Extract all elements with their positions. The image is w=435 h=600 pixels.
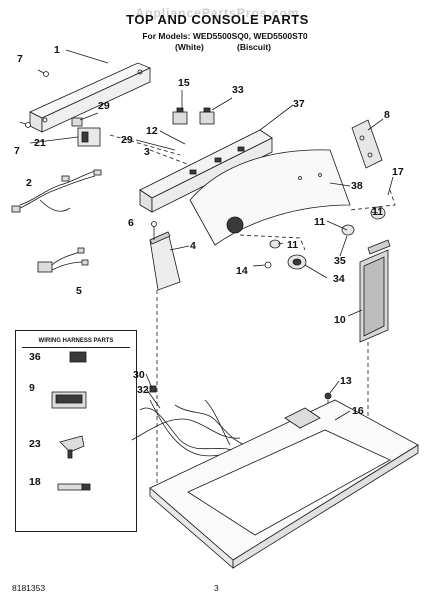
mounting-bracket [71,117,101,147]
screw-icon [19,69,49,128]
part-label-3: 3 [144,146,150,158]
part-label-33: 33 [232,84,244,96]
part-label-18: 18 [29,476,41,488]
part-label-16: 16 [352,405,364,417]
part-label-14: 14 [236,265,248,277]
page-title: TOP AND CONSOLE PARTS [126,12,309,27]
end-cap-bracket [351,119,383,169]
document-number: 8181353 [12,583,46,593]
part-label-36: 36 [29,351,41,363]
leader-lines [29,49,394,421]
part-label-10: 10 [334,314,346,326]
part-label-29-upper: 29 [98,100,110,112]
part-label-5: 5 [76,285,82,297]
small-harness [37,247,89,273]
part-label-7-top: 7 [17,53,23,65]
lint-filter [359,239,391,343]
part-label-15: 15 [178,77,190,89]
part-label-34: 34 [333,273,345,285]
part-label-12: 12 [146,125,158,137]
part-label-13: 13 [340,375,352,387]
front-end-cap [149,221,181,291]
part-label-23: 23 [29,438,41,450]
part-label-4: 4 [190,240,196,252]
main-wiring-harness [131,385,246,457]
part-label-38: 38 [351,180,363,192]
part-label-17: 17 [392,166,404,178]
dryer-top-plate [149,392,419,569]
part-label-11-middle: 11 [314,216,326,228]
knob-icon [264,206,386,270]
watermark: AppliancePartsPros.com [135,6,300,20]
color-biscuit: (Biscuit) [237,42,271,52]
switch-icon [172,107,215,125]
part-label-30: 30 [133,369,145,381]
wiring-harness-icon [11,169,102,213]
color-variants: (White) (Biscuit) [175,42,315,52]
harness-box-title: WIRING HARNESS PARTS [38,338,114,344]
part-label-8: 8 [384,109,390,121]
part-label-11-right: 11 [372,206,384,218]
part-label-21: 21 [34,137,46,149]
top-mounting-panel [29,62,151,133]
part-label-32: 32 [137,384,149,396]
part-label-35: 35 [334,255,346,267]
wiring-harness-parts-box: WIRING HARNESS PARTS [15,330,137,532]
part-label-2: 2 [26,177,32,189]
color-white: (White) [175,42,204,52]
part-label-29-lower: 29 [121,134,133,146]
console-control-panel [139,129,273,213]
part-label-7-bottom: 7 [14,145,20,157]
harness-parts [51,351,91,491]
part-label-37: 37 [293,98,305,110]
part-label-9: 9 [29,382,35,394]
page-number: 3 [214,583,219,593]
harness-box-divider [22,347,130,348]
part-label-1: 1 [54,44,60,56]
console-back-panel [189,149,351,246]
models-line: For Models: WED5500SQ0, WED5500ST0 [142,31,308,41]
part-label-6: 6 [128,217,134,229]
part-label-11-lower: 11 [287,239,299,251]
